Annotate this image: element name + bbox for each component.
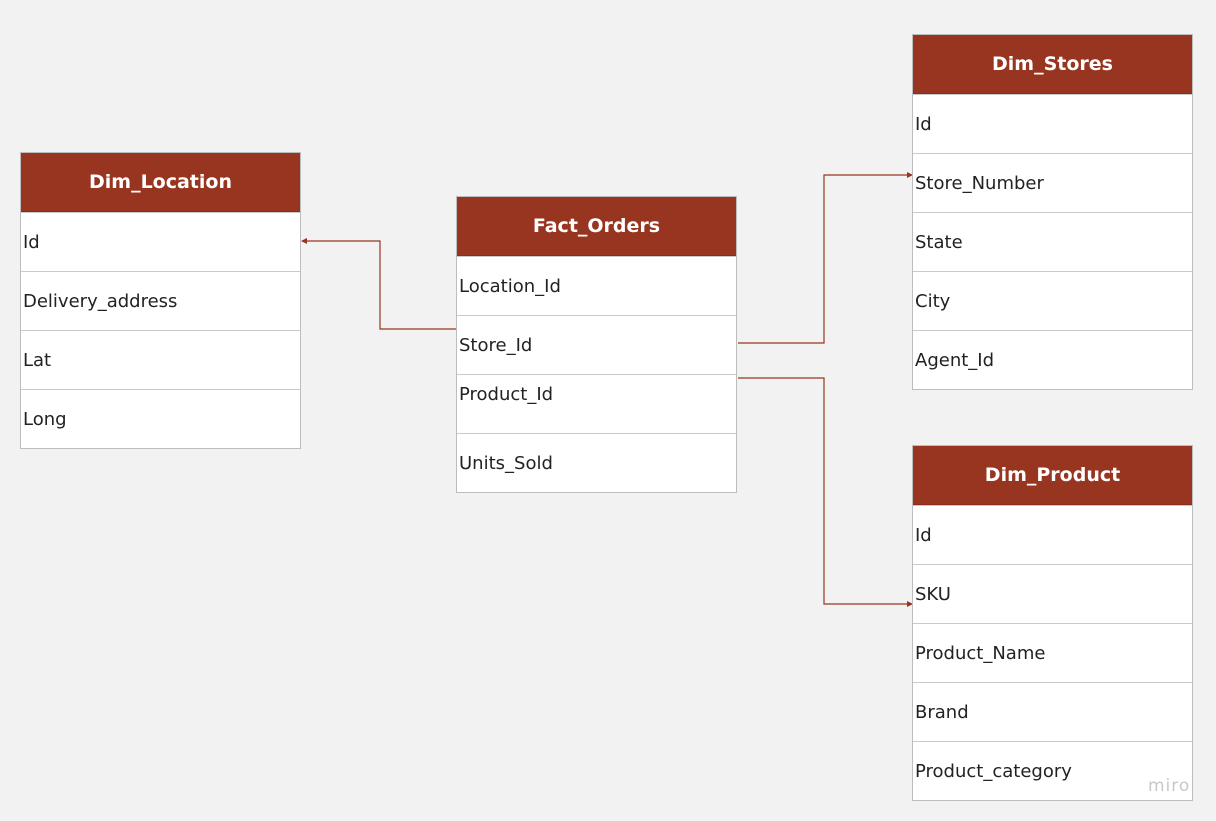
field-row[interactable]: Product_category xyxy=(913,741,1192,800)
entity-dim-stores[interactable]: Dim_Stores Id Store_Number State City Ag… xyxy=(912,34,1193,390)
field-row[interactable]: City xyxy=(913,271,1192,330)
connector-orders-to-product[interactable] xyxy=(738,377,913,607)
field-row[interactable]: Location_Id xyxy=(457,256,736,315)
field-row[interactable]: Product_Id xyxy=(457,374,736,433)
entity-fact-orders[interactable]: Fact_Orders Location_Id Store_Id Product… xyxy=(456,196,737,493)
entity-title[interactable]: Fact_Orders xyxy=(457,197,736,256)
field-row[interactable]: Agent_Id xyxy=(913,330,1192,389)
field-row[interactable]: Id xyxy=(913,94,1192,153)
field-row[interactable]: Units_Sold xyxy=(457,433,736,492)
field-row[interactable]: Product_Name xyxy=(913,623,1192,682)
field-row[interactable]: Store_Number xyxy=(913,153,1192,212)
entity-title[interactable]: Dim_Stores xyxy=(913,35,1192,94)
field-row[interactable]: Delivery_address xyxy=(21,271,300,330)
field-row[interactable]: Lat xyxy=(21,330,300,389)
field-row[interactable]: Id xyxy=(21,212,300,271)
connector-orders-to-stores[interactable] xyxy=(738,172,913,344)
field-row[interactable]: Id xyxy=(913,505,1192,564)
entity-dim-product[interactable]: Dim_Product Id SKU Product_Name Brand Pr… xyxy=(912,445,1193,801)
entity-title[interactable]: Dim_Product xyxy=(913,446,1192,505)
field-row[interactable]: Brand xyxy=(913,682,1192,741)
entity-dim-location[interactable]: Dim_Location Id Delivery_address Lat Lon… xyxy=(20,152,301,449)
field-row[interactable]: Store_Id xyxy=(457,315,736,374)
field-row[interactable]: Long xyxy=(21,389,300,448)
entity-title[interactable]: Dim_Location xyxy=(21,153,300,212)
connector-orders-to-location[interactable] xyxy=(301,238,456,330)
field-row[interactable]: State xyxy=(913,212,1192,271)
miro-watermark: miro xyxy=(1148,776,1191,796)
field-row[interactable]: SKU xyxy=(913,564,1192,623)
